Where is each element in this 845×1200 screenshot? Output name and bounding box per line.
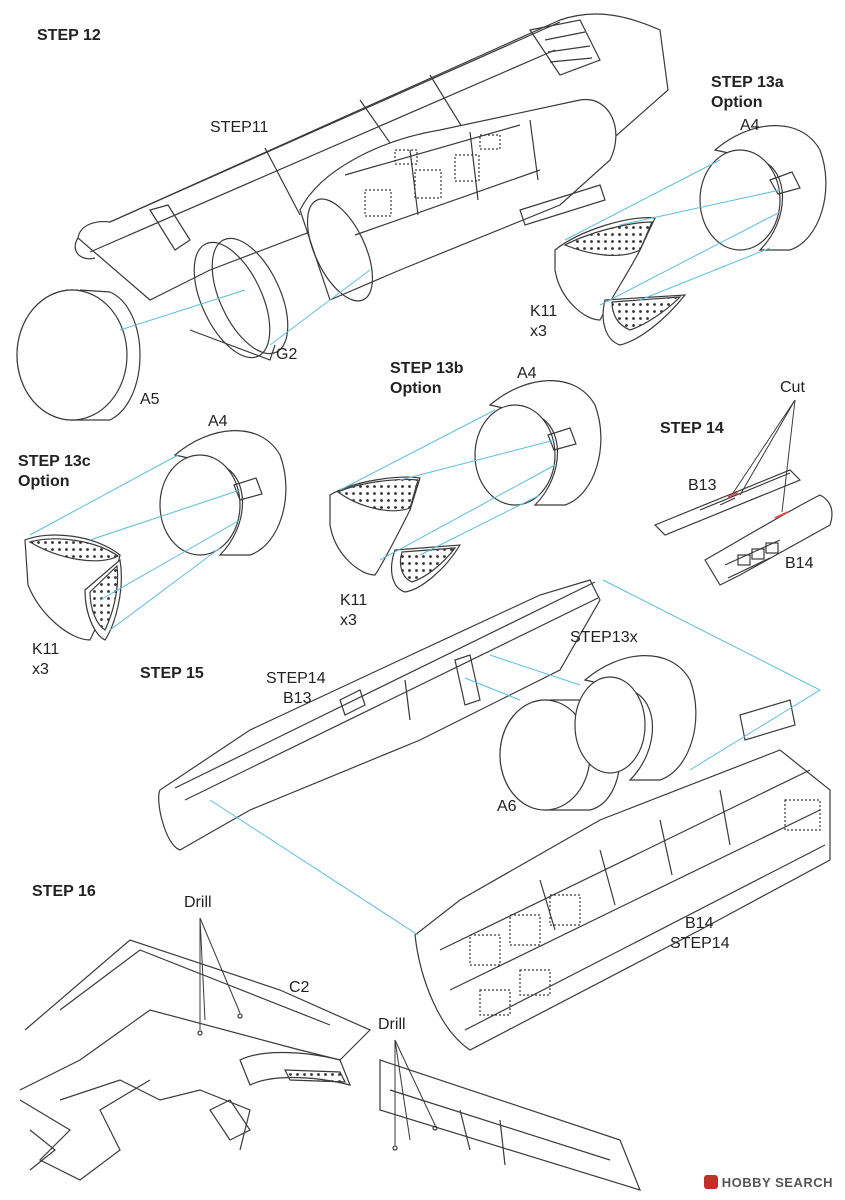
label-step13x-ref: STEP13x xyxy=(570,629,638,646)
label-a6: A6 xyxy=(497,798,517,815)
step15-guides xyxy=(209,579,822,936)
step-16-title: STEP 16 xyxy=(32,883,96,900)
label-k11-13c: K11 xyxy=(32,641,60,658)
label-x3-13a: x3 xyxy=(530,323,547,340)
step13b-guides xyxy=(339,409,556,561)
step13c-guides xyxy=(29,454,241,631)
step-13c-option: Option xyxy=(18,473,70,490)
cut-leader-lines xyxy=(732,399,796,513)
step12-assembly xyxy=(16,13,669,421)
label-k11-13b: K11 xyxy=(340,592,368,609)
label-drill-1: Drill xyxy=(184,894,212,911)
step13a-guides xyxy=(564,159,781,306)
label-a5: A5 xyxy=(140,391,160,408)
label-x3-13c: x3 xyxy=(32,661,49,678)
step16-assembly xyxy=(19,939,642,1191)
step12-guides xyxy=(119,269,371,346)
watermark-text: HOBBY SEARCH xyxy=(721,1175,833,1190)
label-a4-13a: A4 xyxy=(740,117,760,134)
label-c2: C2 xyxy=(289,979,310,996)
step14-cut-marks xyxy=(727,492,789,519)
step13b-assembly xyxy=(329,380,602,593)
label-x3-13b: x3 xyxy=(340,612,357,629)
label-b13: B13 xyxy=(688,477,717,494)
label-drill-2: Drill xyxy=(378,1016,406,1033)
label-b13-ref: B13 xyxy=(283,690,312,707)
label-a4-13b: A4 xyxy=(517,365,537,382)
label-b14-ref: B14 xyxy=(685,915,714,932)
step15-assembly xyxy=(158,579,831,1051)
step14-assembly xyxy=(653,469,833,586)
label-b14: B14 xyxy=(785,555,814,572)
label-step14-ref: STEP14 xyxy=(266,670,326,687)
label-step14-ref2: STEP14 xyxy=(670,935,730,952)
label-step11-ref: STEP11 xyxy=(210,119,269,136)
hobby-search-logo-icon xyxy=(703,1175,718,1189)
step-14-title: STEP 14 xyxy=(660,420,724,437)
label-k11-13a: K11 xyxy=(530,303,558,320)
step13a-assembly xyxy=(554,125,827,346)
step-15-title: STEP 15 xyxy=(140,665,204,682)
step-13b-title: STEP 13b xyxy=(390,360,464,377)
watermark: HOBBY SEARCH xyxy=(703,1175,833,1190)
step-13c-title: STEP 13c xyxy=(18,453,91,470)
label-cut: Cut xyxy=(780,379,805,396)
step-12-title: STEP 12 xyxy=(37,27,101,44)
step-13a-option: Option xyxy=(711,94,763,111)
step-13a-title: STEP 13a xyxy=(711,74,784,91)
step13c-assembly xyxy=(24,430,287,641)
step-13b-option: Option xyxy=(390,380,442,397)
drill-leader-lines xyxy=(199,917,436,1145)
label-a4-13c: A4 xyxy=(208,413,228,430)
label-g2: G2 xyxy=(276,346,298,363)
